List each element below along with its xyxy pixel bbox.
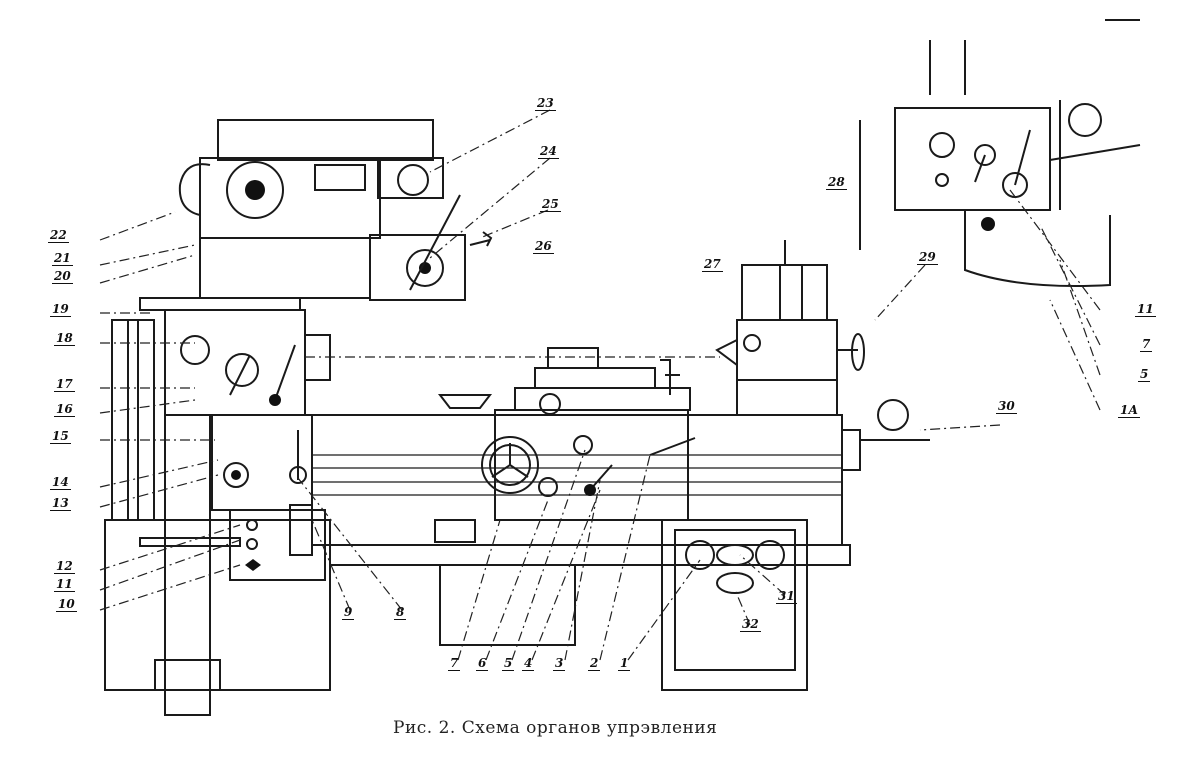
inset-callout-11: 11 — [1135, 302, 1156, 317]
callout-13: 13 — [50, 496, 71, 511]
inset-callout-5: 5 — [1138, 367, 1151, 382]
callout-15: 15 — [50, 429, 71, 444]
headstock — [111, 309, 720, 716]
callout-28: 28 — [826, 175, 847, 190]
callout-11: 11 — [54, 577, 75, 592]
lathe-bed — [104, 399, 930, 691]
callout-24: 24 — [538, 144, 559, 159]
leader-lines — [99, 109, 1101, 661]
callout-29: 29 — [917, 250, 938, 265]
motor-unit — [139, 119, 493, 311]
callout-6: 6 — [476, 656, 489, 671]
carriage-apron — [437, 347, 696, 521]
callout-14: 14 — [50, 475, 71, 490]
callout-31: 31 — [776, 589, 797, 604]
callout-19: 19 — [50, 302, 71, 317]
callout-27: 27 — [702, 257, 723, 272]
callout-2: 2 — [588, 656, 601, 671]
inset-callout-1a: 1А — [1118, 403, 1141, 418]
inset-detail — [859, 19, 1141, 287]
callout-4: 4 — [522, 656, 535, 671]
callout-8: 8 — [394, 605, 407, 620]
callout-32: 32 — [740, 617, 761, 632]
callout-12: 12 — [54, 559, 75, 574]
callout-1: 1 — [618, 656, 631, 671]
callout-26: 26 — [533, 239, 554, 254]
callout-16: 16 — [54, 402, 75, 417]
callout-10: 10 — [56, 597, 77, 612]
callout-5: 5 — [502, 656, 515, 671]
callout-18: 18 — [54, 331, 75, 346]
inset-callout-7: 7 — [1140, 337, 1153, 352]
callout-17: 17 — [54, 377, 75, 392]
callout-23: 23 — [535, 96, 556, 111]
callout-7: 7 — [448, 656, 461, 671]
callout-20: 20 — [52, 269, 73, 284]
callout-3: 3 — [553, 656, 566, 671]
callout-22: 22 — [48, 228, 69, 243]
tailstock — [715, 240, 865, 416]
figure-caption: Рис. 2. Схема органов упрэвления — [393, 718, 718, 738]
callout-30: 30 — [996, 399, 1017, 414]
callout-9: 9 — [342, 605, 355, 620]
callout-21: 21 — [52, 251, 73, 266]
callout-25: 25 — [540, 197, 561, 212]
